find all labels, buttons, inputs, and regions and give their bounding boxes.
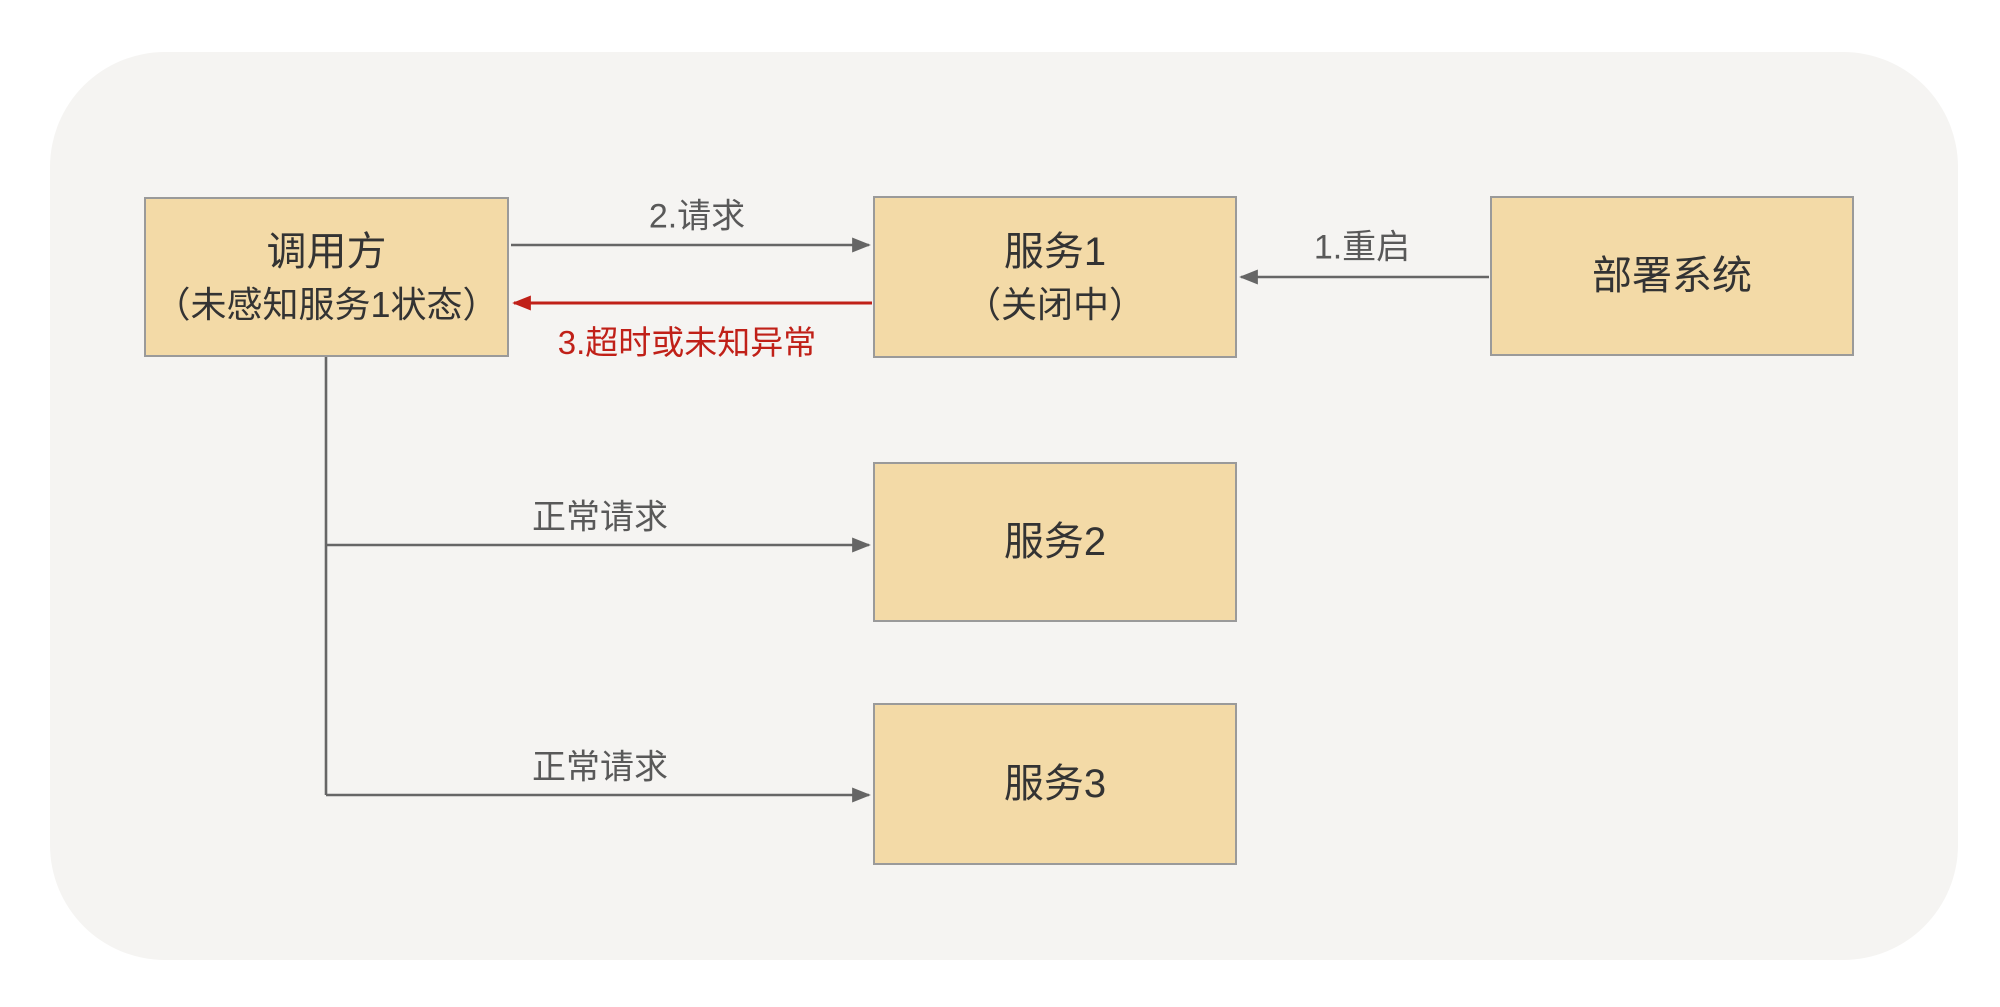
- edge-label-normal-request-3: 正常请求: [532, 748, 668, 787]
- node-service1-subtitle: （关闭中）: [964, 283, 1145, 325]
- node-caller-title: 调用方: [266, 229, 387, 274]
- node-service1-title: 服务1: [1003, 229, 1107, 274]
- edge-label-normal-request-2: 正常请求: [532, 498, 668, 537]
- edge-label-request: 2.请求: [648, 197, 746, 236]
- node-caller-subtitle: （未感知服务1状态）: [154, 283, 499, 325]
- node-service2-title: 服务2: [1003, 520, 1107, 564]
- edge-label-timeout: 3.超时或未知异常: [557, 324, 817, 361]
- node-deploy-system: 部署系统: [1490, 196, 1854, 356]
- node-deploy-system-title: 部署系统: [1592, 254, 1752, 298]
- node-caller: 调用方 （未感知服务1状态）: [144, 197, 509, 357]
- node-service2: 服务2: [873, 462, 1237, 622]
- node-service3-title: 服务3: [1003, 762, 1107, 806]
- node-service1: 服务1 （关闭中）: [873, 196, 1237, 358]
- edge-label-restart: 1.重启: [1313, 228, 1411, 267]
- node-service3: 服务3: [873, 703, 1237, 865]
